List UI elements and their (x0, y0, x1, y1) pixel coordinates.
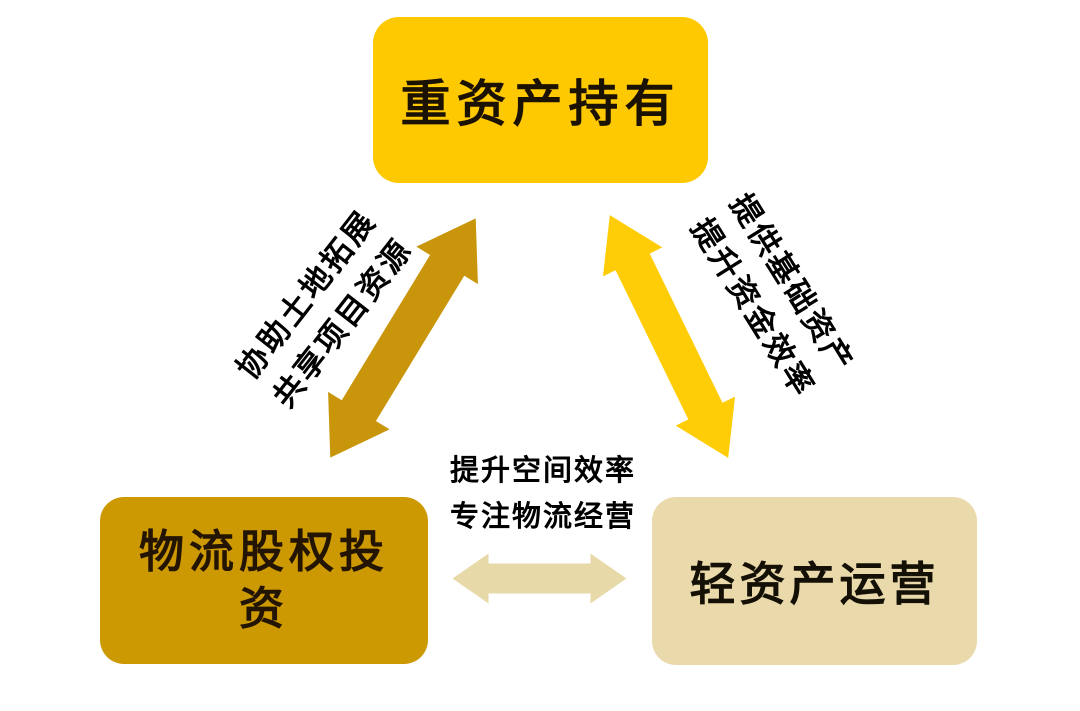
bottom-edge-label-line2: 专注物流经营 (449, 501, 636, 533)
node-logistics-equity-investment-label: 物流股权投资 (138, 527, 389, 634)
right-double-arrow-icon (602, 215, 736, 458)
bottom-edge-label: 提升空间效率 专注物流经营 (413, 448, 673, 540)
node-logistics-equity-investment: 物流股权投资 (100, 497, 428, 664)
left-double-arrow-icon (328, 218, 478, 458)
bottom-double-arrow-icon (452, 553, 627, 604)
node-heavy-asset-holding: 重资产持有 (373, 17, 708, 183)
node-light-asset-operation: 轻资产运营 (652, 497, 977, 665)
bottom-edge-label-line1: 提升空间效率 (449, 455, 636, 487)
node-light-asset-operation-label: 轻资产运营 (689, 559, 940, 610)
node-heavy-asset-holding-label: 重资产持有 (400, 76, 681, 132)
